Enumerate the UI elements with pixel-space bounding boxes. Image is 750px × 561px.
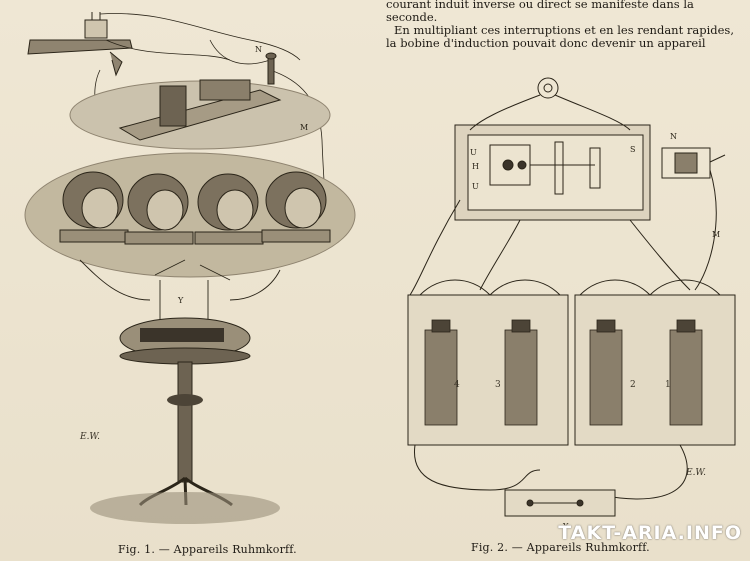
shelf (27, 39, 133, 55)
body-text-line: courant induit inverse ou direct se mani… (386, 0, 694, 11)
figure-2-label-h: H (472, 162, 479, 171)
figure-2-diagram (407, 77, 736, 517)
coil-bank (59, 171, 331, 245)
figure-1-caption: Fig. 1. — Appareils Ruhmkorff. (118, 543, 297, 556)
coil-bank (424, 319, 703, 426)
coil-number-2: 2 (630, 380, 636, 390)
figure-2-label-n: N (670, 132, 677, 141)
figure-1-label-m: M (300, 123, 309, 132)
figure-1-engraving (24, 12, 356, 524)
coil-number-4: 4 (454, 380, 460, 390)
body-text-line: En multipliant ces interruptions et en l… (394, 23, 734, 37)
figure-2-label-m: M (712, 230, 721, 239)
figure-2-label-u-left: U (470, 148, 477, 157)
figure-2-label-s: S (630, 145, 636, 154)
figure-2-signature: E.W. (686, 468, 706, 478)
coil-number-1: 1 (665, 380, 671, 390)
body-text-line: seconde. (386, 10, 438, 24)
figure-2-label-y: Y (563, 522, 569, 531)
figure-1-signature: E.W. (80, 432, 100, 442)
coil-number-3: 3 (495, 380, 501, 390)
table-column (177, 361, 193, 483)
battery-jar (84, 12, 108, 39)
figure-1-label-y: Y (178, 296, 184, 305)
switch-post (265, 52, 277, 85)
body-text-line: la bobine d'induction pouvait donc deven… (386, 36, 706, 50)
figure-2-label-u-bottom: U (472, 182, 479, 191)
watermark: TAKT-ARIA.INFO (558, 522, 742, 544)
figure-1-label-n: N (255, 45, 262, 54)
figure-2-caption: Fig. 2. — Appareils Ruhmkorff. (471, 541, 650, 554)
